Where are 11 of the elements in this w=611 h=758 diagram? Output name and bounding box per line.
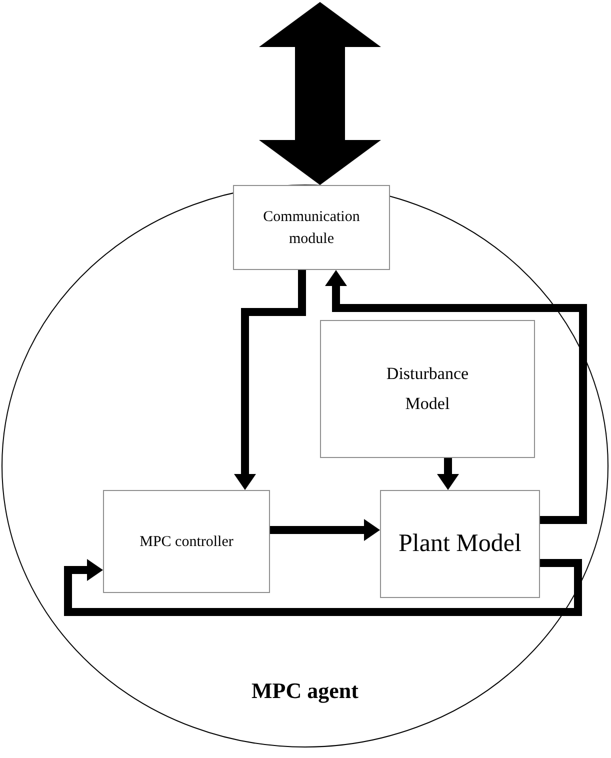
arrow (325, 270, 587, 524)
process-box: MPC controller (103, 490, 270, 593)
arrow (234, 270, 306, 490)
arrow (259, 2, 381, 185)
process-box: Disturbance Model (320, 320, 535, 458)
arrow (64, 559, 582, 616)
arrow (270, 519, 380, 541)
agent-title: MPC agent (252, 678, 358, 703)
process-box: Plant Model (380, 490, 540, 598)
arrow (437, 458, 459, 490)
process-box: Communication module (233, 185, 390, 270)
